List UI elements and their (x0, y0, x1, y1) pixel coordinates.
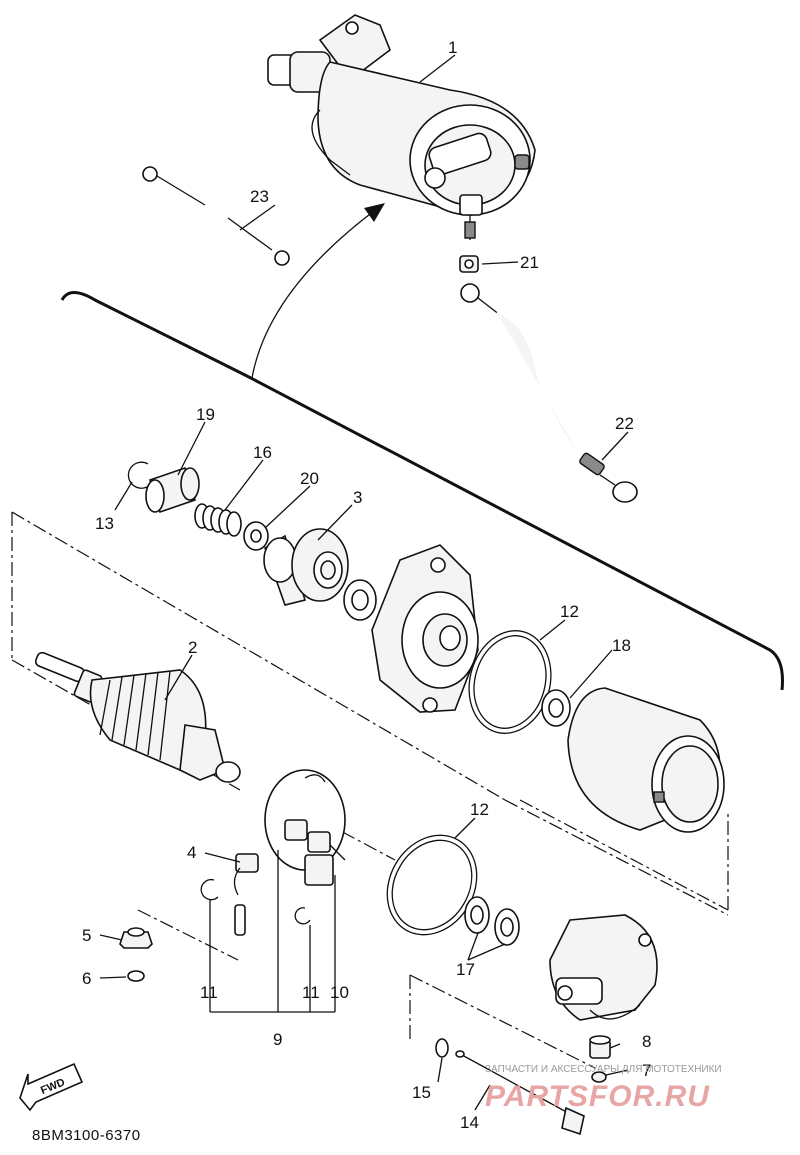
callout-18: 18 (612, 636, 631, 655)
rear-cover (549, 914, 658, 1021)
circlip-11-left (200, 878, 219, 901)
callout-23: 23 (250, 187, 269, 206)
nut-8 (589, 1035, 611, 1059)
section-bracket-line (60, 291, 784, 691)
armature-2 (34, 651, 241, 783)
callout-21: 21 (520, 253, 539, 272)
callout-13: 13 (95, 514, 114, 533)
callout-11-right: 11 (302, 983, 320, 1002)
bolt-14 (455, 1050, 585, 1136)
callout-20: 20 (300, 469, 319, 488)
callout-19: 19 (196, 405, 215, 424)
callout-9: 9 (273, 1030, 282, 1049)
watermark-logo: PARTSFOR.RU (485, 1080, 710, 1113)
circlip-11-right (294, 907, 311, 925)
washer-7 (591, 1071, 607, 1083)
washer-18 (541, 689, 571, 727)
nut-21 (459, 255, 479, 273)
starter-motor-assembly (267, 14, 536, 240)
callout-15: 15 (412, 1083, 431, 1102)
callout-7: 7 (642, 1061, 651, 1080)
callout-4: 4 (187, 843, 196, 862)
callout-2: 2 (188, 638, 197, 657)
brush-holder-10 (284, 819, 346, 886)
callout-11-left: 11 (200, 983, 218, 1002)
collar-19 (145, 466, 200, 514)
diagram-code: 8BM3100-6370 (32, 1127, 141, 1144)
lead-wire-23 (142, 166, 290, 266)
front-cover-housing (371, 544, 479, 713)
o-ring-15 (435, 1038, 449, 1058)
callout-10: 10 (330, 983, 349, 1002)
callout-17: 17 (456, 960, 475, 979)
yoke-housing (567, 687, 725, 833)
callout-6: 6 (82, 969, 91, 988)
callout-16: 16 (253, 443, 272, 462)
callout-1: 1 (448, 38, 457, 57)
callout-8: 8 (642, 1032, 651, 1051)
callout-22: 22 (615, 414, 634, 433)
washer-6 (127, 970, 145, 982)
callout-12-lower: 12 (470, 800, 489, 819)
callout-14: 14 (460, 1113, 479, 1132)
leader-lines (99, 54, 629, 1111)
assembly-arrow (251, 207, 379, 379)
nut-5 (119, 927, 153, 949)
fwd-arrow-badge: FWD (19, 1062, 84, 1112)
callout-labels: 1 2 3 4 5 6 7 8 9 10 11 11 12 12 13 14 1… (82, 38, 651, 1132)
callout-5: 5 (82, 926, 91, 945)
washers-17 (464, 896, 520, 946)
washer-20 (243, 521, 269, 551)
watermark-tagline: ЗАПЧАСТИ И АКСЕССУАРЫ ДЛЯ МОТОТЕХНИКИ (485, 1064, 722, 1075)
callout-12-upper: 12 (560, 602, 579, 621)
pinion-gear-3 (263, 528, 377, 621)
spring-16 (194, 503, 242, 537)
brush-4 (233, 853, 259, 936)
assembly-arrowhead (364, 203, 385, 222)
starter-cable-22 (460, 283, 638, 503)
circlip-13 (127, 461, 151, 489)
callout-3: 3 (353, 488, 362, 507)
lower-dashed-brackets (137, 909, 596, 1069)
